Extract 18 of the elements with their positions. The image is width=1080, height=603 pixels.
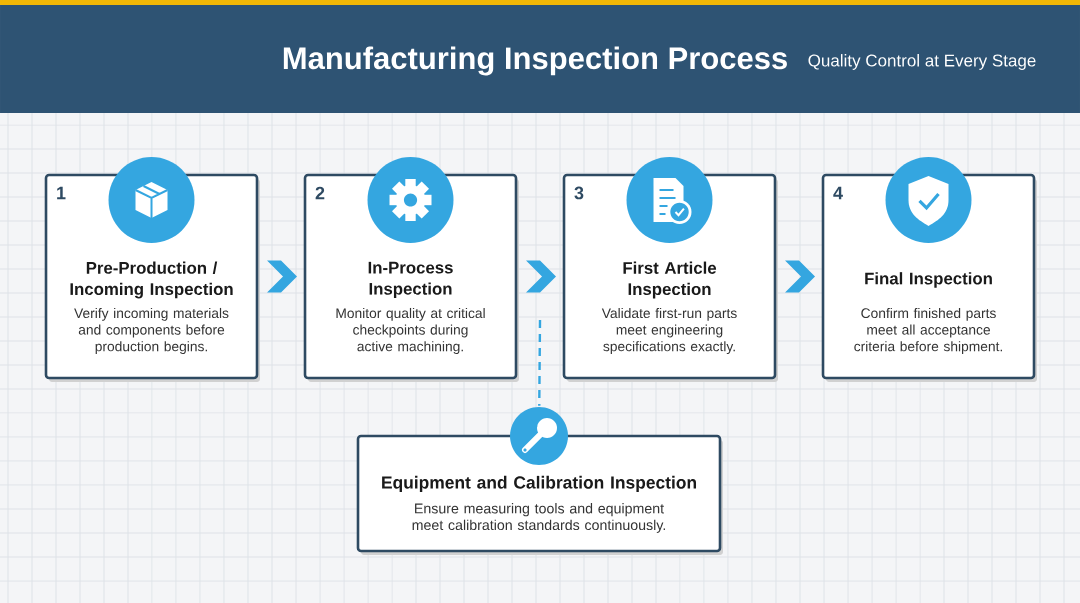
box-title: In-Process Inspection [368,261,453,299]
box-description: Confirm finished parts meet all acceptance criteria before shipment. [854,307,1002,354]
step-number: 1 [57,186,66,200]
step-number: 3 [574,186,584,200]
box-description: Verify incoming materials and components before production begins. [74,307,229,354]
box-title: First Article Inspection [623,261,717,299]
title: Manufacturing Inspection Process [283,46,787,76]
box-title: Final Inspection [865,272,992,288]
chevron-arrow [267,260,297,293]
box-description: Validate first-run parts meet engineering specifications exactly. [601,307,737,354]
chevron-arrow [785,260,815,293]
box-title: Pre-Production / Incoming Inspection [70,261,233,299]
connector-line [538,320,542,406]
subtitle: Quality Control at Every Stage [808,54,1036,70]
chevron-arrow [526,260,556,293]
box-description: Monitor quality at critical checkpoints during active machining. [336,307,485,354]
step-number: 4 [833,186,843,200]
step-number: 2 [315,186,325,200]
